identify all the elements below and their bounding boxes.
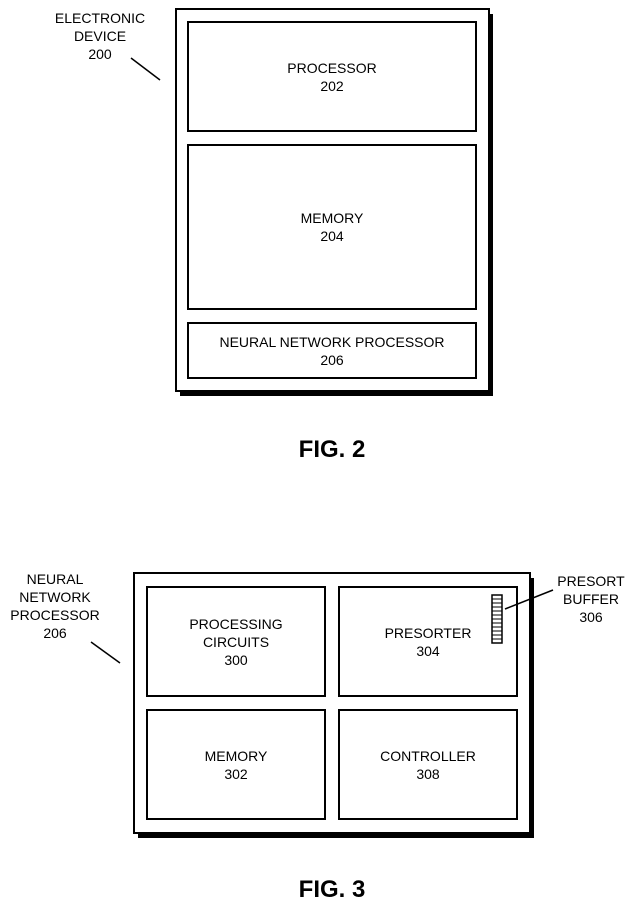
fig3-memory-label: MEMORY — [204, 747, 268, 764]
fig3-presort-buffer-icon — [491, 594, 503, 644]
fig3-callout-number: 206 — [43, 625, 67, 641]
fig3-presorter-label: PRESORTER — [384, 624, 472, 641]
fig2-npu-number: 206 — [320, 351, 344, 368]
fig2-callout-line1: ELECTRONIC — [54, 10, 146, 26]
fig2-memory-block: MEMORY 204 — [187, 144, 477, 310]
fig3-processing-line1: PROCESSING — [189, 615, 283, 632]
fig2-callout-number: 200 — [88, 46, 112, 62]
fig3-buffer-line1: PRESORT — [557, 573, 625, 589]
fig2-processor-label: PROCESSOR — [287, 59, 377, 76]
fig3-callout-line2: NETWORK — [19, 589, 91, 605]
fig2-caption: FIG. 2 — [298, 436, 366, 463]
fig3-processing-number: 300 — [224, 651, 248, 668]
fig3-buffer-number: 306 — [579, 609, 603, 625]
fig3-processing-line2: CIRCUITS — [202, 633, 270, 650]
fig3-controller-number: 308 — [416, 765, 440, 782]
fig3-callout-line3: PROCESSOR — [10, 607, 100, 623]
fig3-controller-block: CONTROLLER 308 — [338, 709, 518, 820]
fig3-presorter-block: PRESORTER 304 — [338, 586, 518, 697]
fig3-caption: FIG. 3 — [298, 876, 366, 903]
fig2-npu-block: NEURAL NETWORK PROCESSOR 206 — [187, 322, 477, 379]
fig2-memory-number: 204 — [320, 228, 344, 244]
fig3-buffer-line2: BUFFER — [563, 591, 619, 607]
fig2-memory-label: MEMORY — [300, 210, 364, 226]
fig3-presorter-number: 304 — [416, 642, 440, 659]
fig2-callout-leader-line — [130, 57, 161, 81]
fig3-controller-label: CONTROLLER — [380, 747, 476, 764]
fig2-callout-line2: DEVICE — [73, 28, 127, 44]
fig3-memory-block: MEMORY 302 — [146, 709, 326, 820]
fig3-processing-block: PROCESSING CIRCUITS 300 — [146, 586, 326, 697]
fig3-callout-leader-line — [90, 641, 121, 664]
fig3-buffer-leader-line — [504, 589, 554, 610]
fig3-memory-number: 302 — [224, 765, 248, 782]
fig2-processor-number: 202 — [320, 77, 344, 94]
fig3-callout-line1: NEURAL — [26, 571, 84, 587]
fig2-npu-label: NEURAL NETWORK PROCESSOR — [219, 333, 445, 350]
fig2-processor-block: PROCESSOR 202 — [187, 21, 477, 132]
